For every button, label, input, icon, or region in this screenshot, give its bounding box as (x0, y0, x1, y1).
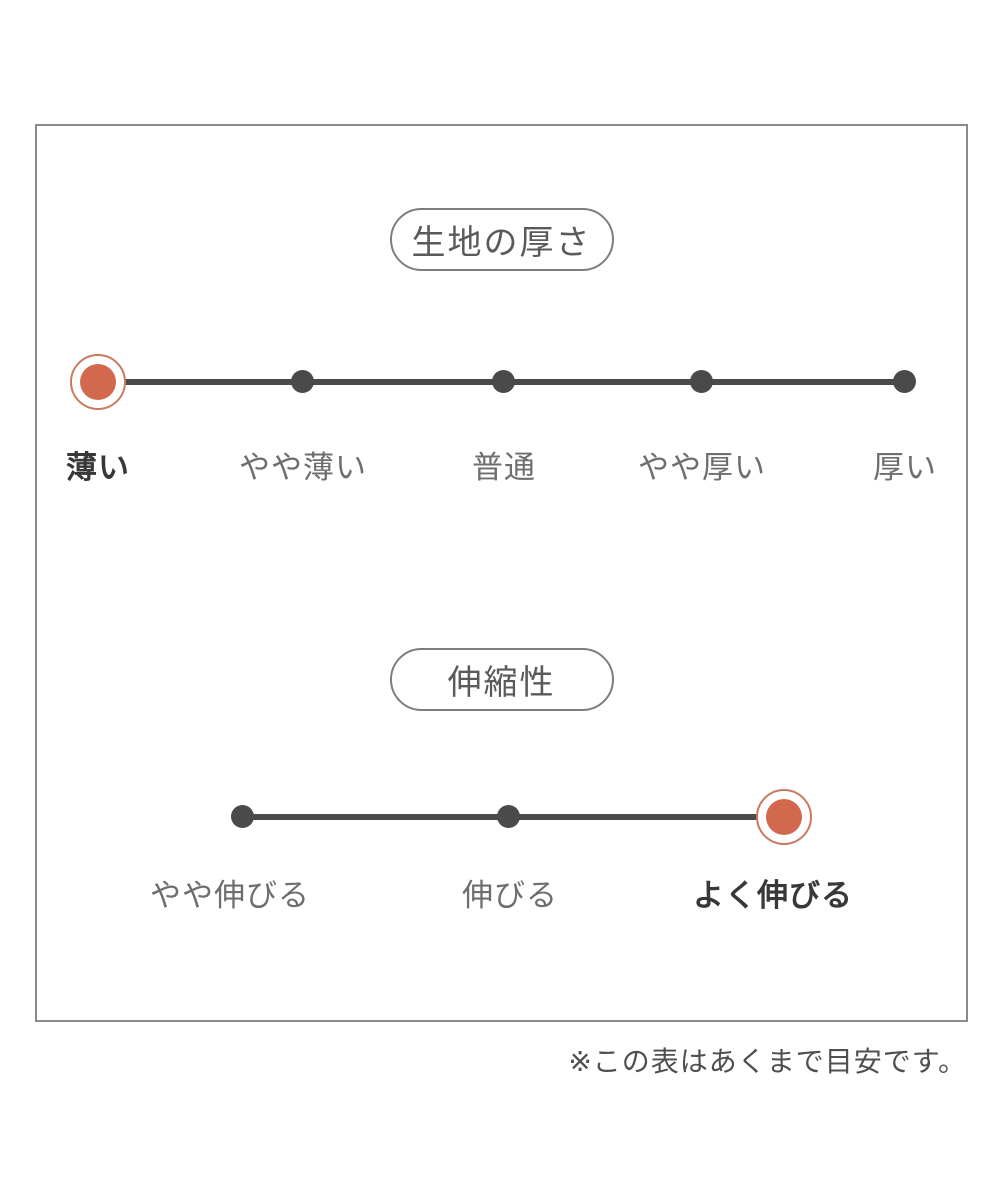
stretch-title: 伸縮性 (447, 663, 556, 703)
guide-panel: 生地の厚さ 薄い やや薄い 普通 やや厚い 厚い 伸縮性 やや伸びる 伸びる よ… (35, 124, 968, 1022)
stretch-label-stretches: 伸びる (462, 878, 558, 914)
stretch-title-pill: 伸縮性 (389, 648, 614, 711)
thickness-dot-2 (291, 370, 314, 393)
stretch-label-very: よく伸びる (693, 878, 853, 914)
thickness-title-pill: 生地の厚さ (389, 208, 614, 271)
thickness-title: 生地の厚さ (411, 223, 592, 263)
thickness-label-somewhat-thin: やや薄い (239, 450, 367, 486)
thickness-label-thick: 厚い (873, 450, 937, 486)
thickness-label-thin: 薄い (66, 450, 130, 486)
thickness-label-normal: 普通 (472, 450, 536, 486)
stretch-dot-1 (231, 805, 254, 828)
thickness-dot-4 (690, 370, 713, 393)
stretch-selected-marker (766, 799, 802, 835)
thickness-label-somewhat-thick: やや厚い (638, 450, 766, 486)
thickness-dot-5 (893, 370, 916, 393)
disclaimer-note: ※この表はあくまで目安です。 (568, 1045, 967, 1078)
stretch-label-somewhat: やや伸びる (150, 878, 310, 914)
thickness-selected-marker (80, 364, 116, 400)
stretch-dot-2 (497, 805, 520, 828)
thickness-dot-3 (492, 370, 515, 393)
